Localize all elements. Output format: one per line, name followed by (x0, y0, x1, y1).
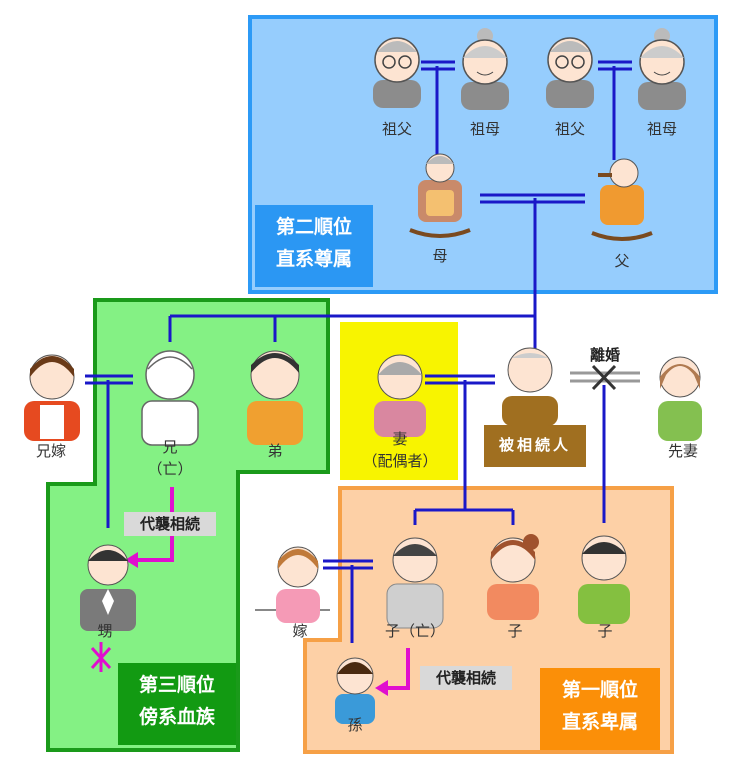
son-ex-label: 子 (597, 622, 613, 640)
elder-brother-label: 兄 （亡） (140, 436, 200, 480)
proxy-arrow-nephew (135, 487, 174, 562)
nephew-label: 甥 (97, 622, 113, 640)
daughter-in-law-label: 嫁 (292, 622, 308, 640)
grandmother-icon (461, 28, 509, 110)
deceased-man-icon (141, 350, 199, 446)
grandmother-icon (638, 28, 686, 110)
son-deceased-label: 子（亡） (384, 622, 445, 640)
young-man-icon (247, 350, 303, 445)
first-rank-line2: 直系卑属 (561, 711, 638, 733)
businessman-icon (80, 544, 136, 631)
family-lines (85, 60, 632, 643)
divorce-line (570, 364, 640, 391)
spouse-name: 妻 (392, 430, 408, 448)
spouse-role: （配偶者） (362, 452, 438, 470)
woman-apron-icon (24, 354, 80, 441)
spouse-label: 妻 （配偶者） (345, 428, 455, 472)
third-rank-line1: 第三順位 (138, 674, 215, 696)
child-icon (335, 657, 375, 724)
elderly-woman-icon (374, 354, 426, 437)
proxy-arrow-grandchild (385, 648, 410, 690)
grandchild-label: 孫 (347, 716, 363, 734)
ex-wife-label: 先妻 (667, 442, 698, 460)
woman-icon (658, 356, 702, 441)
young-woman-icon (276, 546, 320, 623)
grandmother1-label: 祖母 (469, 120, 500, 138)
first-rank-line1: 第一順位 (561, 679, 638, 701)
girl-icon (487, 534, 539, 620)
second-rank-line2: 直系尊属 (275, 248, 352, 270)
man-icon (386, 537, 444, 629)
second-rank-label: 第二順位 直系尊属 (255, 205, 373, 287)
grandfather-icon (546, 37, 594, 108)
third-rank-label: 第三順位 傍系血族 (118, 663, 236, 745)
grandfather2-label: 祖父 (554, 120, 585, 138)
elder-brother-status: （亡） (147, 460, 193, 478)
brother-wife-label: 兄嫁 (35, 442, 66, 460)
boy-icon (578, 535, 630, 624)
proxy-inheritance-tag-grandchild: 代襲相続 (420, 666, 512, 690)
proxy-arrow-nephew-head (125, 552, 138, 568)
third-rank-line2: 傍系血族 (138, 706, 215, 728)
grandmother2-label: 祖母 (646, 120, 677, 138)
deceased-highlight (484, 425, 586, 467)
elderly-man-icon (502, 347, 558, 426)
proxy-arrow-grandchild-head (375, 680, 388, 696)
first-rank-label: 第一順位 直系卑属 (540, 668, 660, 750)
daughter-label: 子 (507, 622, 523, 640)
second-rank-line1: 第二順位 (275, 216, 352, 238)
proxy-inheritance-tag-nephew: 代襲相続 (124, 512, 216, 536)
younger-brother-label: 弟 (267, 442, 283, 460)
elder-brother-name: 兄 (162, 438, 178, 456)
father-in-rocking-chair-icon (591, 158, 653, 241)
grandfather1-label: 祖父 (381, 120, 412, 138)
grandfather-icon (373, 37, 421, 108)
deceased-label: 被相続人 (498, 436, 571, 454)
father-label: 父 (614, 252, 630, 270)
divorce-tag: 離婚 (589, 346, 620, 364)
mother-label: 母 (432, 247, 448, 265)
mother-in-rocking-chair-icon (409, 153, 471, 238)
